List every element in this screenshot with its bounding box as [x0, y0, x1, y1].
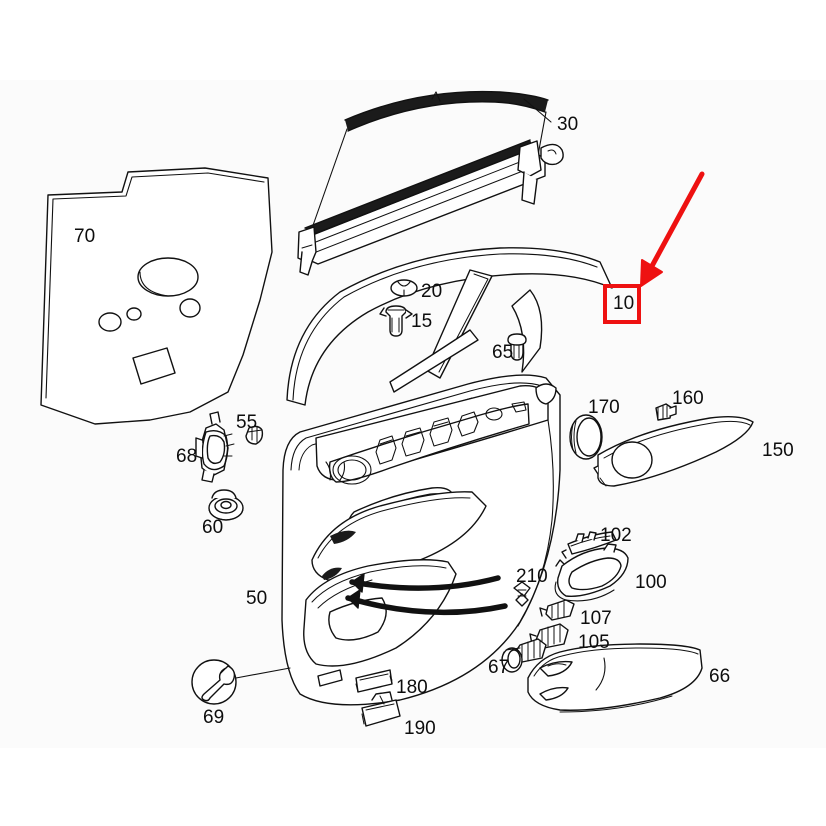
- highlight-callout-box-10: 10: [603, 284, 641, 324]
- part-65-expanding-clip: [507, 333, 527, 361]
- label-15: 15: [411, 311, 433, 332]
- label-102: 102: [600, 525, 632, 546]
- part-150-decor-trim-strip: [593, 415, 754, 487]
- part-69-tool-symbol: [191, 659, 291, 705]
- label-180: 180: [396, 677, 428, 698]
- label-68: 68: [176, 446, 198, 467]
- highlight-arrow: [640, 171, 705, 287]
- label-210: 210: [516, 566, 548, 587]
- part-10-upper-trim: [286, 247, 613, 406]
- label-105: 105: [578, 632, 610, 653]
- part-68-retainer-clip: [195, 411, 235, 483]
- part-67-threaded-grommet: [501, 647, 523, 673]
- assembly-leader-arrows: [345, 573, 508, 616]
- part-180-trim-cap: [355, 669, 393, 693]
- part-107-retaining-clip: [539, 599, 575, 621]
- label-160: 160: [672, 388, 704, 409]
- part-30-window-rail-assembly: [297, 90, 564, 276]
- part-102-handle-bezel: [561, 531, 617, 559]
- label-65: 65: [492, 342, 514, 363]
- label-69: 69: [203, 707, 225, 728]
- part-20-grommet-plug: [390, 279, 418, 297]
- part-60-grommet: [208, 489, 244, 521]
- part-170-speaker-cover: [569, 414, 603, 460]
- part-15-push-pin-clip: [379, 305, 413, 337]
- label-55: 55: [236, 412, 258, 433]
- highlight-callout-label: 10: [613, 293, 635, 314]
- label-70: 70: [74, 226, 96, 247]
- label-60: 60: [202, 517, 224, 538]
- label-20: 20: [421, 281, 443, 302]
- label-66: 66: [709, 666, 731, 687]
- part-210-screw: [513, 581, 531, 607]
- label-170: 170: [588, 397, 620, 418]
- part-160-trim-clip: [655, 403, 677, 421]
- label-50: 50: [246, 588, 268, 609]
- label-190: 190: [404, 718, 436, 739]
- label-107: 107: [580, 608, 612, 629]
- part-100-door-handle: [554, 543, 629, 602]
- part-70-watershield: [40, 167, 273, 425]
- part-66-armrest: [527, 643, 703, 713]
- label-30: 30: [557, 114, 579, 135]
- part-190-trim-cap-bracket: [361, 691, 401, 727]
- part-55-clip: [245, 425, 264, 445]
- label-67: 67: [488, 657, 510, 678]
- label-150: 150: [762, 440, 794, 461]
- label-100: 100: [635, 572, 667, 593]
